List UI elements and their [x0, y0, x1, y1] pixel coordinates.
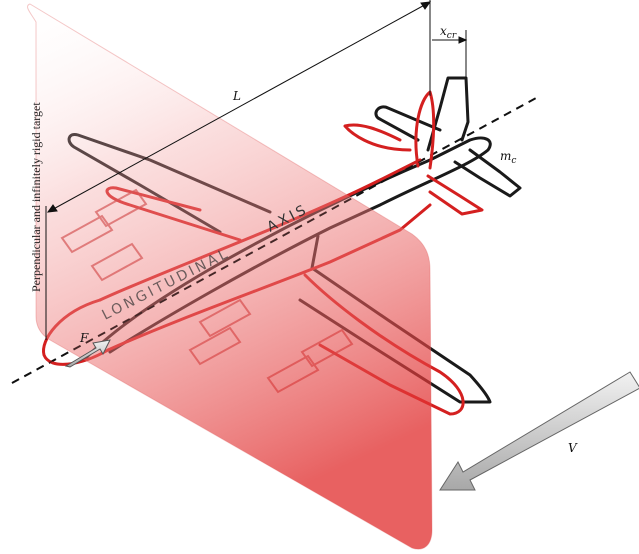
original-wing-near — [298, 234, 492, 404]
length-dimension — [45, 0, 432, 340]
rigid-target-wall — [27, 3, 433, 550]
original-stabilizer-left — [374, 105, 442, 142]
crush-distance-label: xcr — [440, 24, 457, 41]
original-stabilizer-right — [453, 148, 522, 198]
longitudinal-axis-line-front — [11, 155, 431, 384]
length-label: L — [232, 89, 241, 103]
deformed-stabilizer-left — [343, 123, 412, 152]
original-tail-fin — [426, 76, 470, 152]
deformed-stabilizer-right — [426, 174, 484, 216]
velocity-label: V — [568, 441, 578, 455]
crush-distance-dimension — [432, 30, 468, 78]
mass-label: mc — [500, 149, 516, 166]
force-arrow — [64, 339, 111, 368]
velocity-arrow — [439, 371, 639, 491]
force-label: F — [79, 331, 89, 345]
deformed-tail-fin — [414, 90, 436, 170]
target-label: Perpendicular and infinitely rigid targe… — [29, 102, 43, 292]
